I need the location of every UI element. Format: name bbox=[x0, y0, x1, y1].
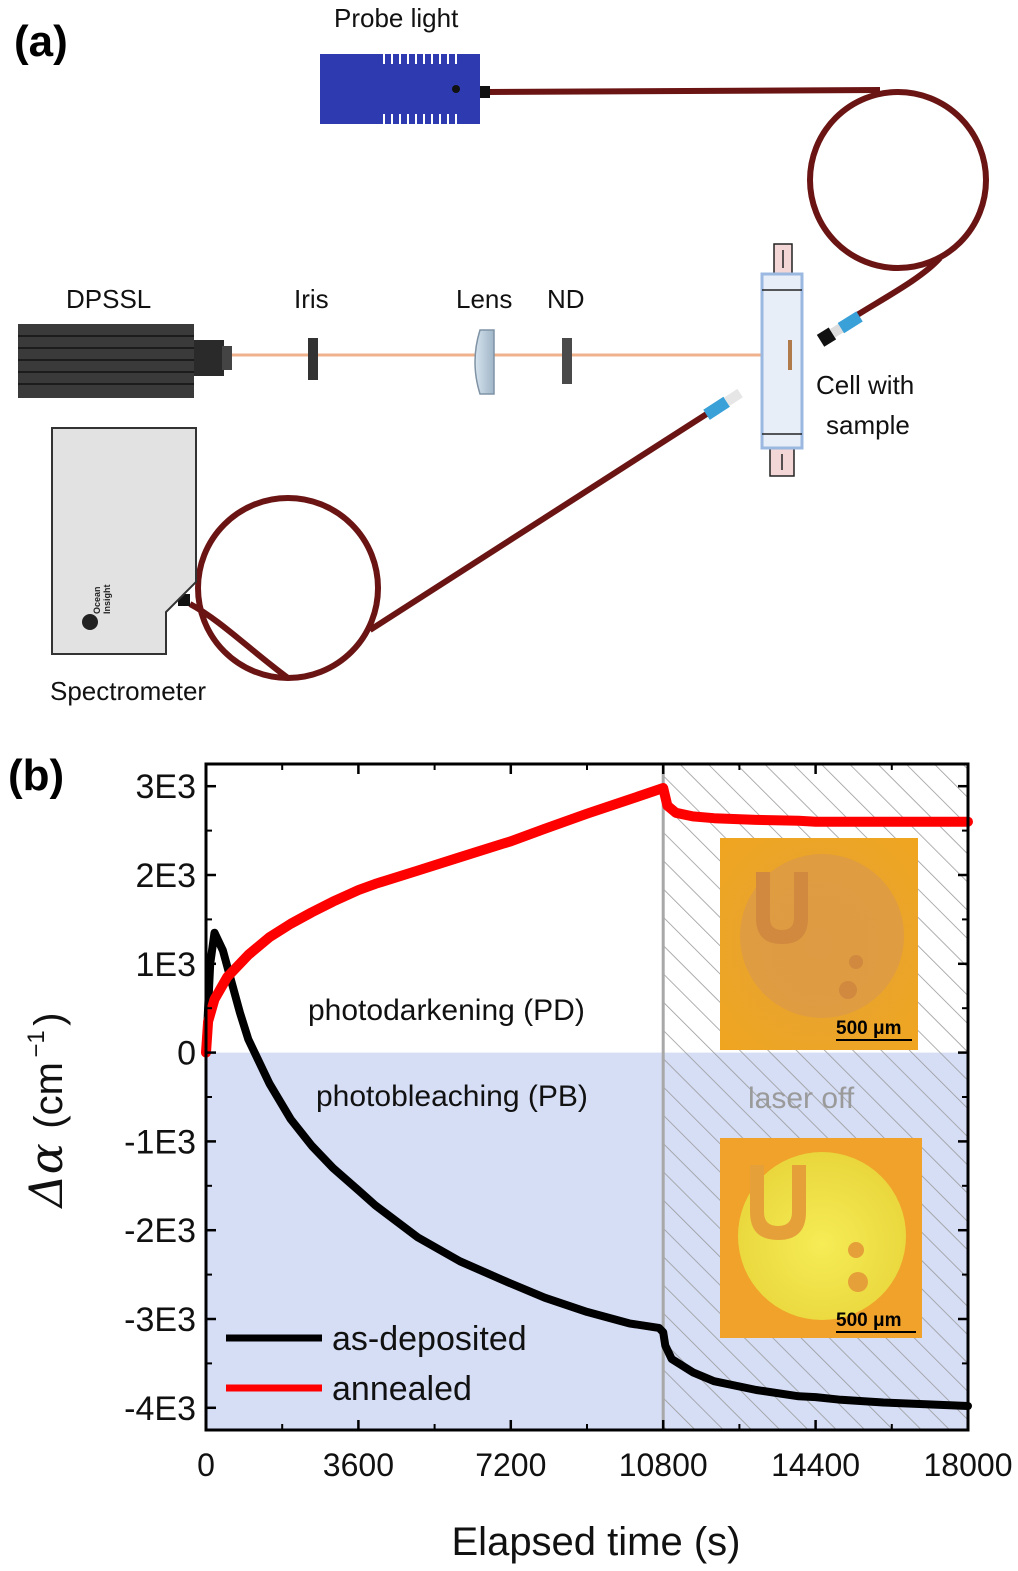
y-axis-unit: (cm bbox=[27, 1062, 71, 1129]
y-axis-close-paren: ) bbox=[27, 1013, 71, 1026]
series-line-as-deposited bbox=[202, 928, 972, 1410]
y-tick-label: 1E3 bbox=[136, 946, 197, 984]
legend-label-as-deposited: as-deposited bbox=[332, 1320, 527, 1358]
x-tick-label: 3600 bbox=[323, 1447, 394, 1483]
iris-element bbox=[308, 338, 318, 380]
cell-label-line1: Cell with bbox=[816, 370, 914, 400]
cell-output-connector bbox=[703, 388, 743, 420]
panel-a: (a) bbox=[14, 3, 989, 706]
inset-photo-pb: 500 μm bbox=[720, 1138, 922, 1338]
y-axis-exponent: −1 bbox=[23, 1030, 50, 1057]
legend-label-annealed: annealed bbox=[332, 1370, 472, 1408]
series-line-annealed bbox=[201, 783, 973, 1058]
sample-cell bbox=[760, 243, 804, 477]
x-tick-label: 18000 bbox=[924, 1447, 1013, 1483]
cell-label-line2: sample bbox=[826, 410, 910, 440]
nd-label: ND bbox=[547, 284, 585, 314]
iris-label: Iris bbox=[294, 284, 329, 314]
nd-filter bbox=[562, 338, 572, 384]
ocean-insight-logo bbox=[82, 614, 98, 630]
probe-light-label: Probe light bbox=[334, 3, 459, 33]
plot-axes: 0 3600 7200 10800 14400 18000 3E3 2E3 1E3 0 -1E3 -2… bbox=[124, 762, 1013, 1483]
cell-input-connector bbox=[816, 311, 863, 347]
x-tick-label: 7200 bbox=[475, 1447, 546, 1483]
spectrometer-label: Spectrometer bbox=[50, 676, 206, 706]
fiber-spectrometer bbox=[188, 405, 718, 681]
y-axis-symbol: Δα bbox=[19, 1143, 73, 1209]
inset-scale-pd: 500 μm bbox=[836, 1018, 902, 1039]
panel-b-label: (b) bbox=[8, 751, 64, 800]
y-axis-title: Δα (cm −1 ) bbox=[19, 1013, 73, 1210]
x-axis-title: Elapsed time (s) bbox=[452, 1520, 741, 1564]
pb-region-shade bbox=[206, 1052, 664, 1430]
y-tick-label: -4E3 bbox=[124, 1390, 196, 1428]
y-tick-label: -2E3 bbox=[124, 1212, 196, 1250]
region-label-pb: photobleaching (PB) bbox=[316, 1080, 588, 1113]
y-tick-label: 0 bbox=[177, 1035, 196, 1073]
dpssl-laser bbox=[18, 324, 232, 398]
panel-a-label: (a) bbox=[14, 17, 68, 66]
y-tick-label: 3E3 bbox=[136, 768, 197, 806]
dpssl-label: DPSSL bbox=[66, 284, 151, 314]
spectrometer-device: Ocean Insight bbox=[51, 427, 197, 655]
region-label-laser-off: laser off bbox=[748, 1082, 855, 1115]
x-tick-label: 10800 bbox=[619, 1447, 708, 1483]
y-tick-label: -3E3 bbox=[124, 1301, 196, 1339]
lens-element bbox=[474, 329, 495, 395]
brand-line2: Insight bbox=[102, 585, 112, 615]
x-tick-label: 14400 bbox=[771, 1447, 860, 1483]
panel-b: (b) 500 μm 500 μm photodarkening (PD) ph… bbox=[8, 751, 1012, 1564]
probe-light-source bbox=[320, 54, 480, 124]
legend: as-deposited annealed bbox=[226, 1320, 527, 1408]
y-tick-label: -1E3 bbox=[124, 1123, 196, 1161]
x-tick-label: 0 bbox=[197, 1447, 215, 1483]
inset-photo-pd: 500 μm bbox=[720, 838, 918, 1050]
region-label-pd: photodarkening (PD) bbox=[308, 994, 585, 1027]
y-tick-label: 2E3 bbox=[136, 857, 197, 895]
svg-text:Δα (cm −1: Δα (cm −1 ) bbox=[19, 1013, 73, 1210]
plot-series bbox=[201, 783, 973, 1410]
probe-connector bbox=[478, 86, 490, 98]
lens-label: Lens bbox=[456, 284, 512, 314]
brand-line1: Ocean bbox=[92, 586, 102, 614]
inset-scale-pb: 500 μm bbox=[836, 1310, 902, 1331]
